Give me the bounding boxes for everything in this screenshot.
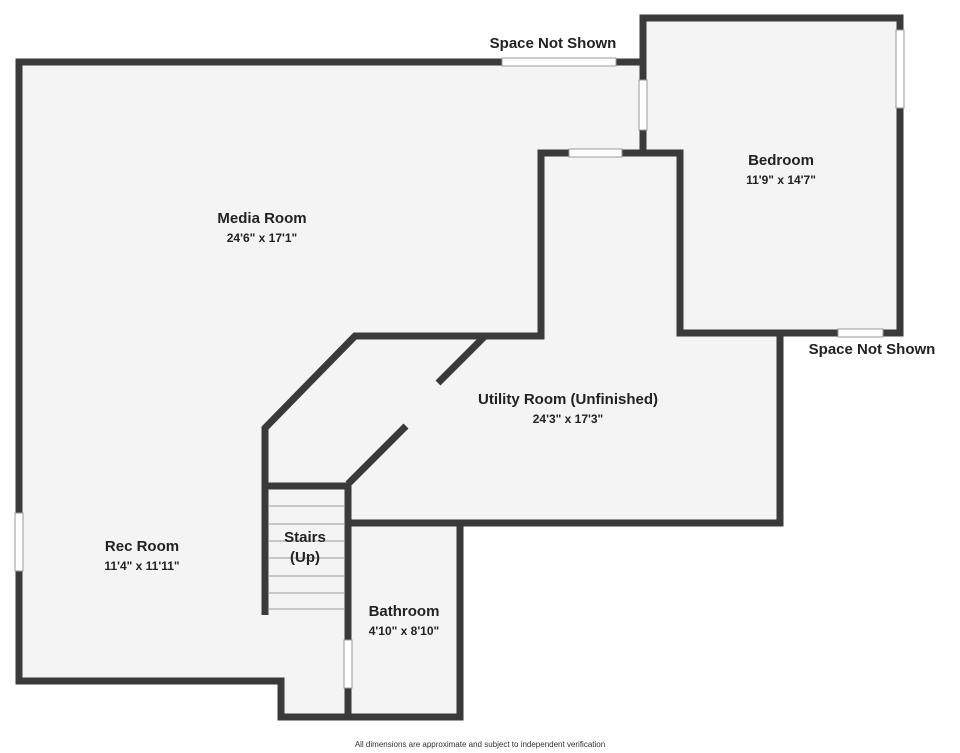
media-room-dimensions: 24'6" x 17'1"	[227, 231, 297, 245]
rec-room-dimensions: 11'4" x 11'11"	[104, 559, 179, 573]
bedroom-floor	[643, 18, 900, 333]
utility-diagonal-wall-lower	[345, 423, 409, 487]
windows	[14, 29, 905, 689]
window-rec-left	[14, 512, 24, 572]
media-room-inner-wall	[261, 149, 647, 490]
floor-areas	[19, 18, 900, 717]
utility-room-dimensions: 24'3" x 17'3"	[533, 412, 603, 426]
window-media-right-opening	[638, 79, 648, 131]
main-floor-area	[19, 62, 643, 681]
stairs-floor	[265, 486, 348, 615]
space-not-shown-top-label: Space Not Shown	[490, 35, 617, 52]
outer-left-wall	[15, 58, 647, 721]
footer-disclaimer: All dimensions are approximate and subje…	[355, 740, 605, 749]
rec-room-name: Rec Room	[105, 538, 179, 555]
window-bedroom-bottom	[837, 328, 884, 338]
window-media-top	[501, 57, 617, 67]
bathroom-name: Bathroom	[369, 603, 440, 620]
bedroom-name: Bedroom	[748, 152, 814, 169]
bedroom-dimensions: 11'9" x 14'7"	[746, 173, 816, 187]
utility-diagonal-wall-upper	[435, 334, 487, 386]
stair-treads	[269, 505, 344, 610]
room-labels: Media Room 24'6" x 17'1" Bedroom 11'9" x…	[104, 152, 815, 638]
stairs-name-line1: Stairs	[284, 529, 326, 546]
utility-room-name: Utility Room (Unfinished)	[478, 391, 658, 408]
window-utility-top	[568, 148, 623, 158]
space-not-shown-right-label: Space Not Shown	[809, 341, 936, 358]
stairs-name-line2: (Up)	[290, 549, 320, 566]
bathroom-floor	[348, 523, 460, 717]
window-bedroom-right	[895, 29, 905, 109]
utility-outer-wall	[344, 329, 784, 527]
lower-hall-floor	[281, 615, 348, 717]
opening-bathroom-door	[343, 639, 353, 689]
bathroom-dimensions: 4'10" x 8'10"	[369, 624, 439, 638]
media-room-name: Media Room	[217, 210, 306, 227]
